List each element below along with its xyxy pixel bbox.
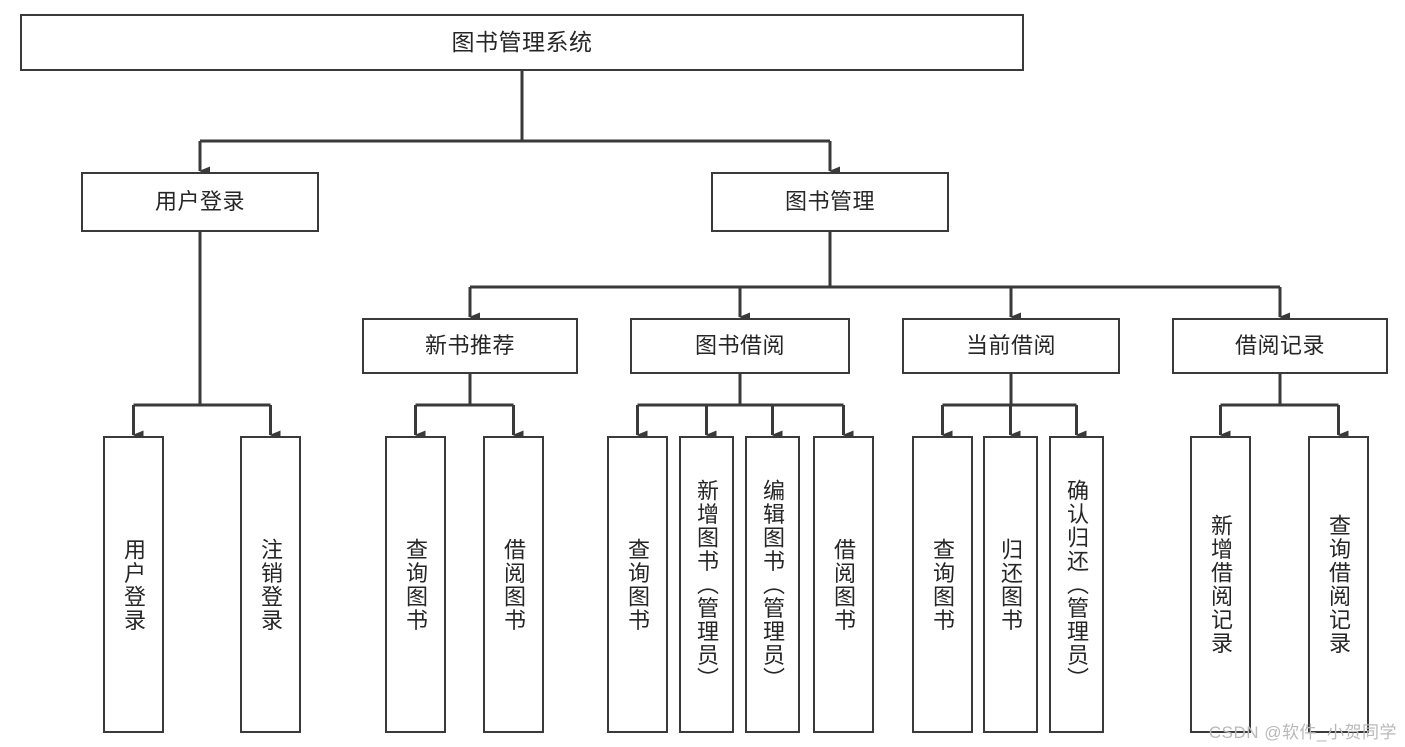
node-leaf-7[interactable]: 编辑图书（管理员） (745, 436, 800, 733)
edges (132, 71, 1349, 440)
node-leaf-6[interactable]: 新增图书（管理员） (679, 436, 734, 733)
node-leaf-8[interactable]: 借阅图书 (813, 436, 874, 733)
node-label: 当前借阅 (965, 333, 1056, 359)
node-label: 注销登录 (258, 537, 284, 632)
node-newbooks[interactable]: 新书推荐 (362, 318, 578, 374)
node-label: 用户登录 (121, 537, 147, 632)
node-leaf-9[interactable]: 查询图书 (912, 436, 973, 733)
node-label: 借阅图书 (501, 537, 527, 632)
node-leaf-5[interactable]: 查询图书 (607, 436, 668, 733)
node-label: 借阅记录 (1234, 333, 1325, 359)
node-label: 查询图书 (625, 537, 651, 632)
node-label: 图书管理系统 (451, 28, 593, 55)
node-label: 借阅图书 (831, 537, 857, 632)
node-label: 图书借阅 (694, 333, 785, 359)
node-label: 编辑图书（管理员） (760, 478, 786, 691)
node-label: 查询图书 (930, 537, 956, 632)
node-login[interactable]: 用户登录 (81, 172, 319, 232)
node-leaf-11[interactable]: 确认归还（管理员） (1049, 436, 1104, 733)
node-leaf-4[interactable]: 借阅图书 (483, 436, 544, 733)
node-label: 确认归还（管理员） (1064, 478, 1090, 691)
node-label: 图书管理 (784, 189, 875, 215)
node-leaf-1[interactable]: 用户登录 (103, 436, 164, 733)
node-leaf-3[interactable]: 查询图书 (385, 436, 446, 733)
node-current[interactable]: 当前借阅 (902, 318, 1120, 374)
node-label: 查询借阅记录 (1326, 514, 1352, 655)
node-label: 归还图书 (998, 537, 1024, 632)
node-records[interactable]: 借阅记录 (1172, 318, 1388, 374)
node-label: 查询图书 (403, 537, 429, 632)
node-label: 新增图书（管理员） (694, 478, 720, 691)
node-leaf-12[interactable]: 新增借阅记录 (1190, 436, 1251, 733)
node-label: 新书推荐 (424, 333, 515, 359)
node-label: 用户登录 (154, 189, 245, 215)
node-label: 新增借阅记录 (1208, 514, 1234, 655)
node-leaf-2[interactable]: 注销登录 (240, 436, 301, 733)
node-root[interactable]: 图书管理系统 (20, 14, 1024, 71)
node-borrow[interactable]: 图书借阅 (630, 318, 850, 374)
node-bookmgmt[interactable]: 图书管理 (711, 172, 949, 232)
node-leaf-13[interactable]: 查询借阅记录 (1308, 436, 1369, 733)
node-leaf-10[interactable]: 归还图书 (983, 436, 1038, 733)
watermark-credit: CSDN @软件_小贺同学 (1208, 723, 1397, 742)
